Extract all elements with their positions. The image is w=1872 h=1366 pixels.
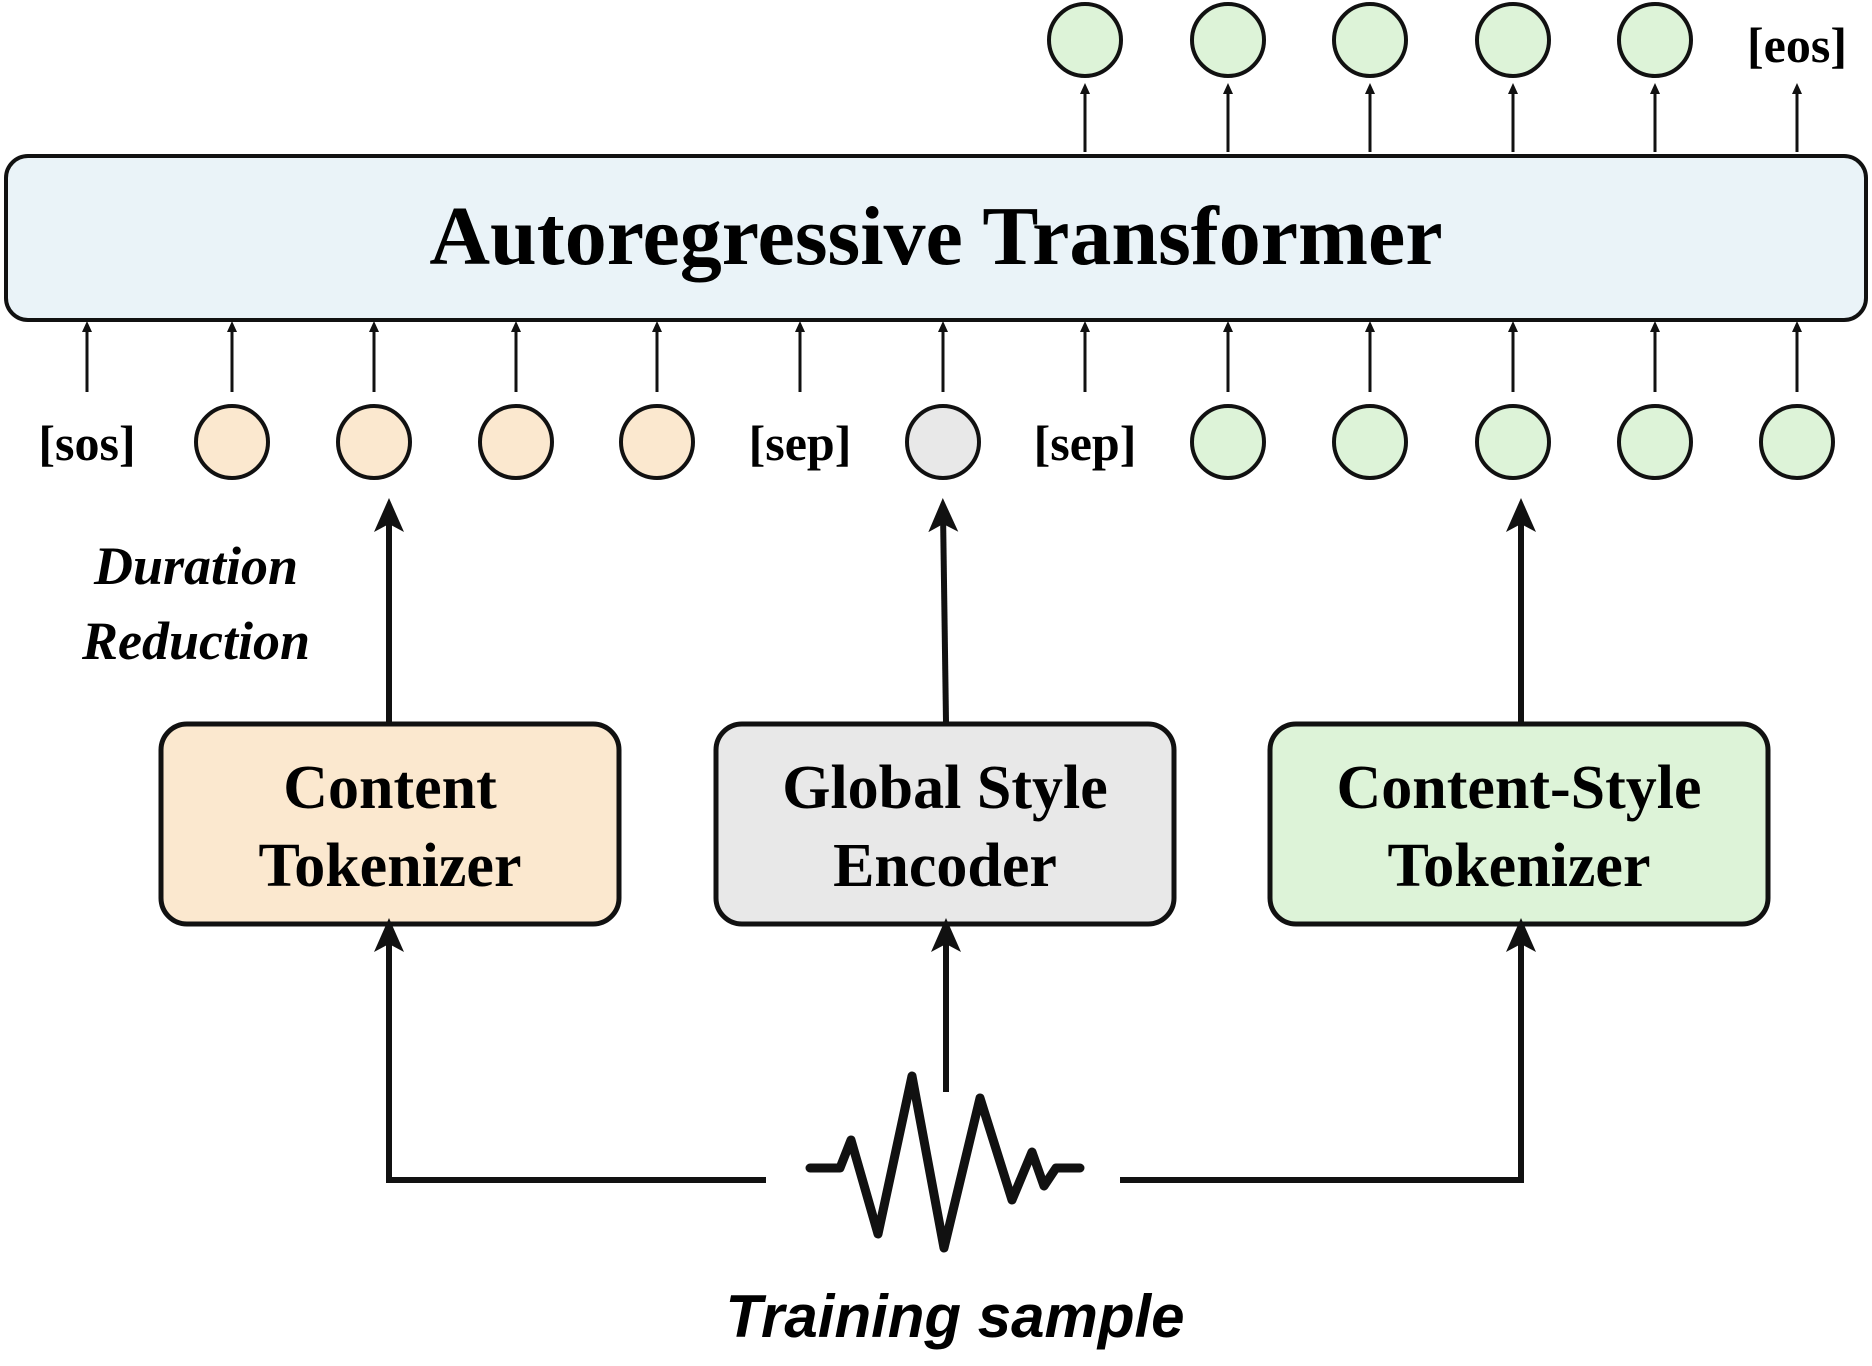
- content-tokenizer-module: Content Tokenizer: [158, 721, 622, 927]
- content-style-tokenizer-module: Content-Style Tokenizer: [1267, 721, 1771, 927]
- input-arrows: [82, 321, 1802, 392]
- global-style-encoder-label-line-2: Encoder: [833, 832, 1057, 900]
- sample-to-content-style-tokenizer-arrow: [1120, 918, 1536, 1183]
- module-output-arrows: [374, 498, 1536, 723]
- content-style-tokenizer-label-line-1: Content-Style: [1336, 754, 1701, 822]
- content-tokenizer-label-line-2: Tokenizer: [259, 832, 522, 900]
- content-style-token: [1759, 404, 1835, 480]
- duration-reduction-annotation: Duration Reduction: [81, 536, 310, 671]
- training-sample-label: Training sample: [725, 1283, 1184, 1350]
- output-content-style-token: [1475, 2, 1551, 78]
- style-encoder-output-arrow: [928, 498, 959, 723]
- eos-token-label: [eos]: [1747, 17, 1847, 73]
- content-token: [194, 404, 270, 480]
- global-style-encoder-module: Global Style Encoder: [713, 721, 1177, 927]
- annotation-line-1: Duration: [93, 536, 298, 596]
- content-style-tokenizer-label-line-2: Tokenizer: [1388, 832, 1651, 900]
- content-token: [336, 404, 412, 480]
- content-style-token: [1617, 404, 1693, 480]
- output-arrows: [1080, 83, 1802, 152]
- style-token: [905, 404, 981, 480]
- transformer-box: [4, 154, 1868, 322]
- output-content-style-token: [1190, 2, 1266, 78]
- sep-token-label: [sep]: [1034, 415, 1137, 471]
- content-tokenizer-label-line-1: Content: [283, 754, 497, 822]
- content-token: [478, 404, 554, 480]
- output-content-style-token: [1332, 2, 1408, 78]
- waveform-icon: [805, 1071, 1085, 1253]
- sep-token-label: [sep]: [749, 415, 852, 471]
- global-style-encoder-label-line-1: Global Style: [782, 754, 1108, 822]
- transformer-title: Autoregressive Transformer: [429, 190, 1442, 283]
- output-token-row: [eos]: [1047, 2, 1847, 78]
- content-style-token: [1475, 404, 1551, 480]
- output-content-style-token: [1047, 2, 1123, 78]
- sample-to-content-tokenizer-arrow: [374, 918, 766, 1183]
- output-content-style-token: [1617, 2, 1693, 78]
- sample-input-arrows: [374, 918, 1536, 1183]
- content-style-token: [1332, 404, 1408, 480]
- sos-token-label: [sos]: [38, 415, 135, 471]
- transformer-block: Autoregressive Transformer: [4, 154, 1868, 322]
- content-style-token: [1190, 404, 1266, 480]
- content-token: [619, 404, 695, 480]
- input-token-row: [sos] [sep] [sep]: [38, 404, 1835, 480]
- annotation-line-2: Reduction: [81, 611, 310, 671]
